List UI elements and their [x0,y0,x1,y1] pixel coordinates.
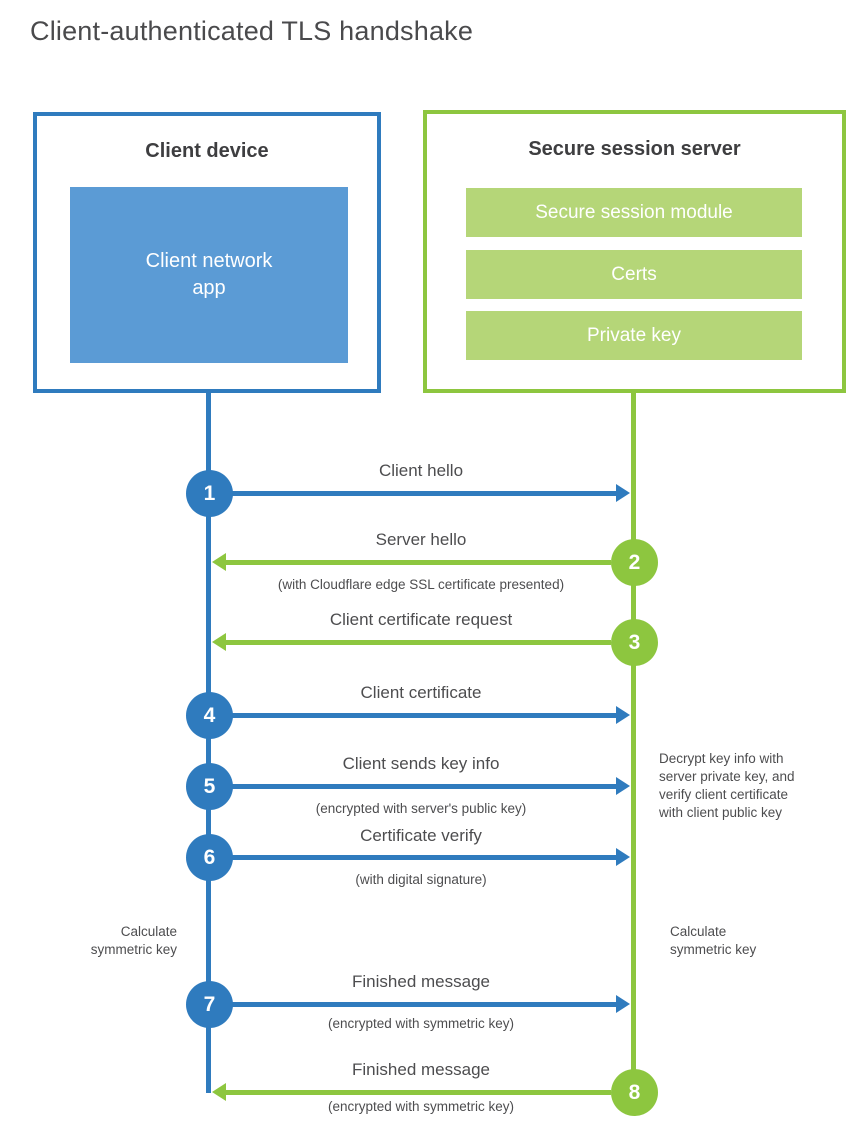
step-8-sublabel: (encrypted with symmetric key) [327,1099,515,1114]
server-module-certs: Certs [466,250,802,299]
arrow-right-icon [232,995,630,1013]
client-network-app-box: Client network app [70,187,348,363]
step-1-label: Client hello [378,461,464,480]
arrow-left-icon [212,553,611,571]
calculate-symmetric-key-note-client: Calculate symmetric key [90,924,177,957]
client-lifeline [206,393,211,1093]
step-7-badge: 7 [186,981,233,1028]
step-8-label: Finished message [352,1060,490,1079]
page-title: Client-authenticated TLS handshake [30,16,474,46]
step-6-badge: 6 [186,834,233,881]
arrow-right-icon [232,777,630,795]
step-6-label: Certificate verify [360,826,482,845]
step-2-badge: 2 [611,539,658,586]
server-lifeline [631,393,636,1095]
step-7-label: Finished message [352,972,490,991]
decrypt-key-info-note: Decrypt key info with server private key… [659,751,795,820]
step-5-label: Client sends key info [342,754,500,773]
server-module-private-key: Private key [466,311,802,360]
client-device-title: Client device [145,140,269,162]
secure-session-server-title: Secure session server [528,138,741,160]
arrow-left-icon [212,633,611,651]
step-3-label: Client certificate request [329,610,513,629]
step-5-sublabel: (encrypted with server's public key) [315,801,527,816]
arrow-left-icon [212,1083,611,1101]
secure-session-server-box: Secure session server Secure session mod… [423,110,846,393]
step-4-badge: 4 [186,692,233,739]
step-2-sublabel: (with Cloudflare edge SSL certificate pr… [277,577,565,592]
calculate-symmetric-key-note-server: Calculate symmetric key [670,924,757,957]
step-3-badge: 3 [611,619,658,666]
step-5-badge: 5 [186,763,233,810]
step-4-label: Client certificate [360,683,482,702]
step-2-label: Server hello [375,530,467,549]
step-1-badge: 1 [186,470,233,517]
arrow-right-icon [232,484,630,502]
arrow-right-icon [232,848,630,866]
server-module-secure-session: Secure session module [466,188,802,237]
step-6-sublabel: (with digital signature) [355,872,487,887]
arrow-right-icon [232,706,630,724]
client-device-box: Client device Client network app [33,112,381,393]
step-7-sublabel: (encrypted with symmetric key) [327,1016,515,1031]
step-8-badge: 8 [611,1069,658,1116]
